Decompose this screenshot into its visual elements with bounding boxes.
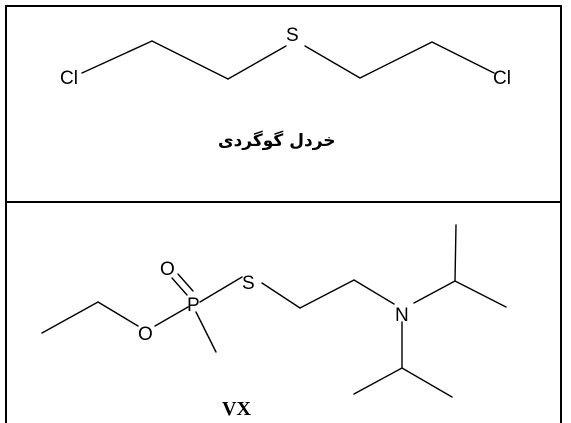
figure-frame xyxy=(5,5,562,423)
bond xyxy=(81,40,153,74)
bond xyxy=(97,301,139,327)
atom-cl-left: Cl xyxy=(60,68,78,89)
bond xyxy=(413,280,456,304)
bond xyxy=(151,40,229,80)
bond xyxy=(227,45,287,80)
bond xyxy=(401,367,453,398)
atom-p: P xyxy=(187,295,200,316)
atom-n: N xyxy=(395,305,409,326)
atom-o-ester: O xyxy=(138,324,153,345)
bond xyxy=(454,224,457,282)
bond xyxy=(261,282,301,309)
bond xyxy=(195,311,217,353)
bond xyxy=(353,367,403,395)
vx-structure: O P S N O xyxy=(41,224,507,398)
bond-double xyxy=(177,273,194,292)
bond xyxy=(353,279,395,305)
bond xyxy=(304,45,361,79)
bond xyxy=(199,276,243,303)
atom-s: S xyxy=(242,273,255,294)
section-divider xyxy=(5,201,562,203)
bond xyxy=(431,41,495,74)
bond xyxy=(41,301,99,334)
atom-s: S xyxy=(286,25,299,46)
caption-sulfur-mustard: خردل گوگردی xyxy=(218,131,336,151)
bond xyxy=(454,280,507,308)
bond xyxy=(154,306,189,327)
sulfur-mustard-structure: Cl S Cl xyxy=(60,25,511,89)
bond xyxy=(359,41,433,79)
bond-double xyxy=(171,277,188,296)
caption-vx: VX xyxy=(222,398,251,420)
atom-cl-right: Cl xyxy=(493,68,511,89)
atom-o-double: O xyxy=(160,259,175,280)
bond xyxy=(299,279,355,309)
